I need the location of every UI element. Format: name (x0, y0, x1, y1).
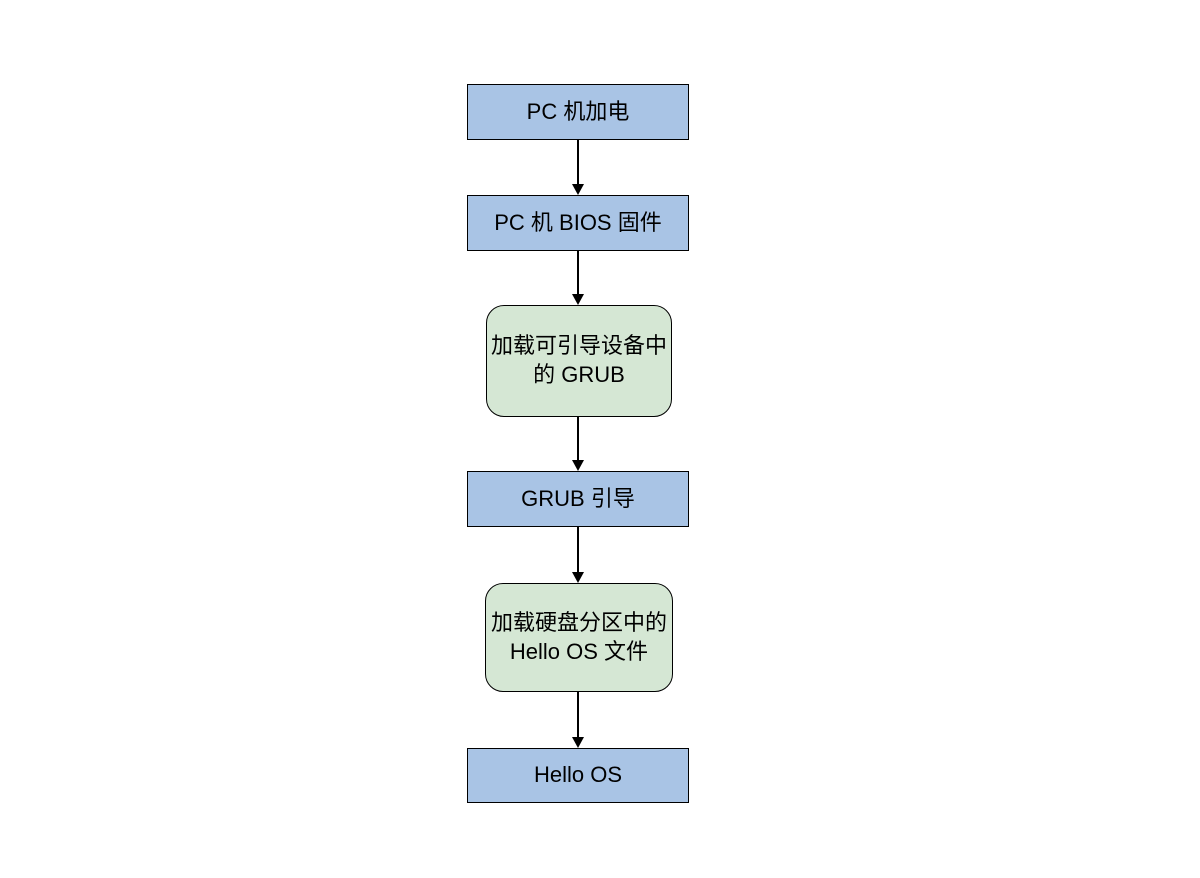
node-hello-os: Hello OS (467, 748, 689, 803)
flow-arrow (577, 527, 579, 572)
flow-arrow (577, 692, 579, 737)
node-bios-firmware: PC 机 BIOS 固件 (467, 195, 689, 251)
node-pc-power-on: PC 机加电 (467, 84, 689, 140)
node-load-grub: 加载可引导设备中 的 GRUB (486, 305, 672, 417)
flow-arrow (577, 251, 579, 294)
node-load-hello-os-file: 加载硬盘分区中的 Hello OS 文件 (485, 583, 673, 692)
node-grub-boot: GRUB 引导 (467, 471, 689, 527)
flow-arrow (577, 140, 579, 184)
flow-arrow (577, 417, 579, 460)
